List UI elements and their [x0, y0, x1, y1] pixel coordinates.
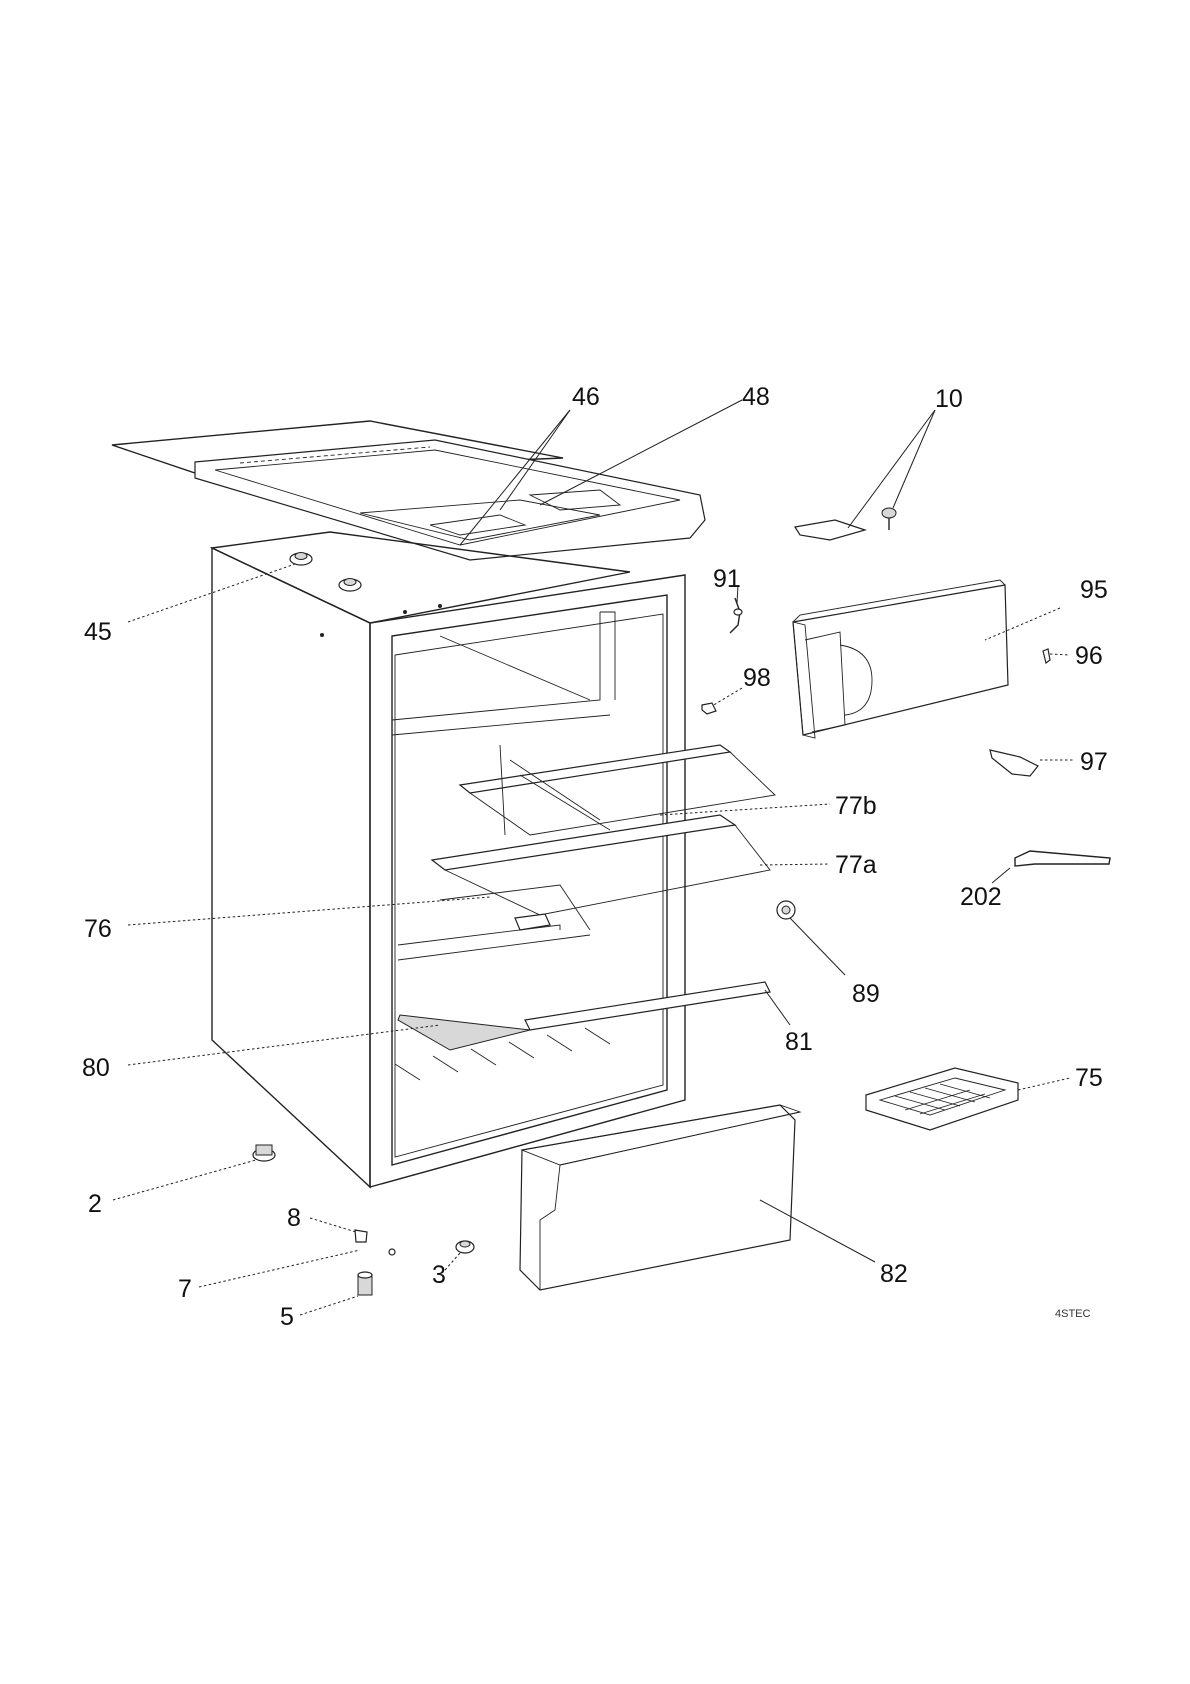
freezer-door	[792, 579, 1009, 739]
callout-7: 7	[178, 1275, 192, 1303]
ice-tray	[865, 1067, 1019, 1131]
callout-96: 96	[1075, 642, 1103, 670]
top-cover	[111, 420, 706, 561]
callout-2: 2	[88, 1190, 102, 1218]
feet-and-bottom-hinge	[252, 1144, 475, 1296]
callout-97: 97	[1080, 748, 1108, 776]
callout-labels: 46 48 10 45 91 95 96 98 97 77b 77a 202 7…	[82, 383, 1108, 1331]
callout-5: 5	[280, 1303, 294, 1331]
callout-81: 81	[785, 1028, 813, 1056]
cabinet	[209, 531, 686, 1189]
leader-lines	[112, 399, 1075, 1316]
callout-95: 95	[1080, 576, 1108, 604]
callout-89: 89	[852, 980, 880, 1008]
callout-46: 46	[572, 383, 600, 411]
callout-80: 80	[82, 1054, 110, 1082]
door-bin	[519, 1104, 802, 1291]
callout-82: 82	[880, 1260, 908, 1288]
callout-10: 10	[935, 385, 963, 413]
callout-76: 76	[84, 915, 112, 943]
small-parts	[701, 597, 1111, 920]
shelves	[397, 744, 776, 1051]
callout-91: 91	[713, 565, 741, 593]
callout-77a: 77a	[835, 851, 877, 879]
callout-48: 48	[742, 383, 770, 411]
top-hinge	[794, 507, 897, 541]
callout-3: 3	[432, 1261, 446, 1289]
callout-98: 98	[743, 664, 771, 692]
callout-45: 45	[84, 618, 112, 646]
callout-77b: 77b	[835, 792, 877, 820]
callout-202: 202	[960, 883, 1002, 911]
callout-8: 8	[287, 1204, 301, 1232]
drawing-code: 4STEC	[1055, 1308, 1091, 1320]
callout-75: 75	[1075, 1064, 1103, 1092]
